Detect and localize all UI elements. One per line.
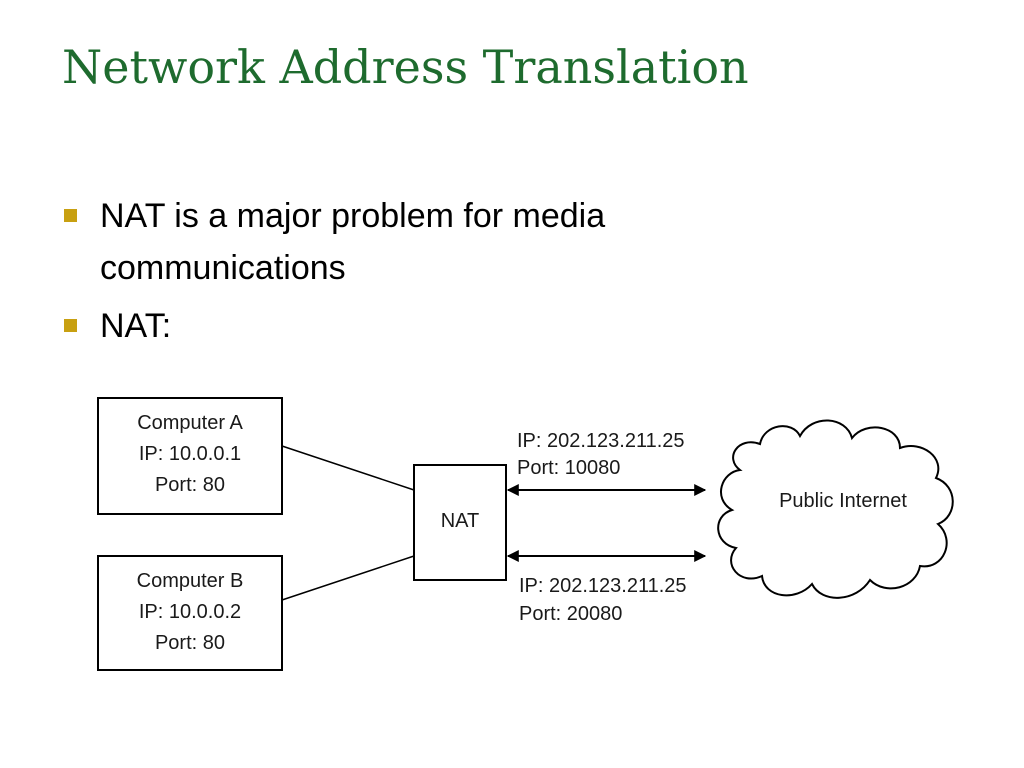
public-internet-node: Public Internet xyxy=(717,419,954,599)
computer-b-box xyxy=(97,555,283,671)
computer-b-name: Computer B xyxy=(137,570,244,592)
bullet-text: NAT is a major problem for media communi… xyxy=(100,197,606,287)
bullet-square-icon xyxy=(64,319,77,332)
bullet-list: NAT is a major problem for media communi… xyxy=(62,190,782,358)
computer-b-port: Port: 80 xyxy=(155,632,225,654)
nat-label: NAT xyxy=(441,510,480,532)
slide-title: Network Address Translation xyxy=(62,40,749,94)
computer-b-ip: IP: 10.0.0.2 xyxy=(139,601,241,623)
nat-box xyxy=(413,464,507,581)
link-bottom-port: Port: 20080 xyxy=(519,603,622,625)
bullet-item: NAT: xyxy=(62,300,782,352)
computer-a-port: Port: 80 xyxy=(155,474,225,496)
computer-a-node: Computer A IP: 10.0.0.1 Port: 80 xyxy=(97,397,283,515)
cloud-icon xyxy=(717,419,954,599)
computer-a-box xyxy=(97,397,283,515)
bullet-item: NAT is a major problem for media communi… xyxy=(62,190,782,294)
computer-a-name: Computer A xyxy=(137,412,243,434)
computer-a-ip: IP: 10.0.0.1 xyxy=(139,443,241,465)
link-computer-b-to-nat xyxy=(281,555,415,601)
nat-node: NAT xyxy=(413,464,507,581)
link-top-port: Port: 10080 xyxy=(517,457,620,479)
bullet-square-icon xyxy=(64,209,77,222)
link-bottom-ip: IP: 202.123.211.25 xyxy=(519,575,687,597)
bullet-text: NAT: xyxy=(100,307,172,345)
link-top-ip: IP: 202.123.211.25 xyxy=(517,430,685,452)
link-computer-a-to-nat xyxy=(281,445,415,491)
computer-b-node: Computer B IP: 10.0.0.2 Port: 80 xyxy=(97,555,283,671)
cloud-label: Public Internet xyxy=(779,490,907,512)
